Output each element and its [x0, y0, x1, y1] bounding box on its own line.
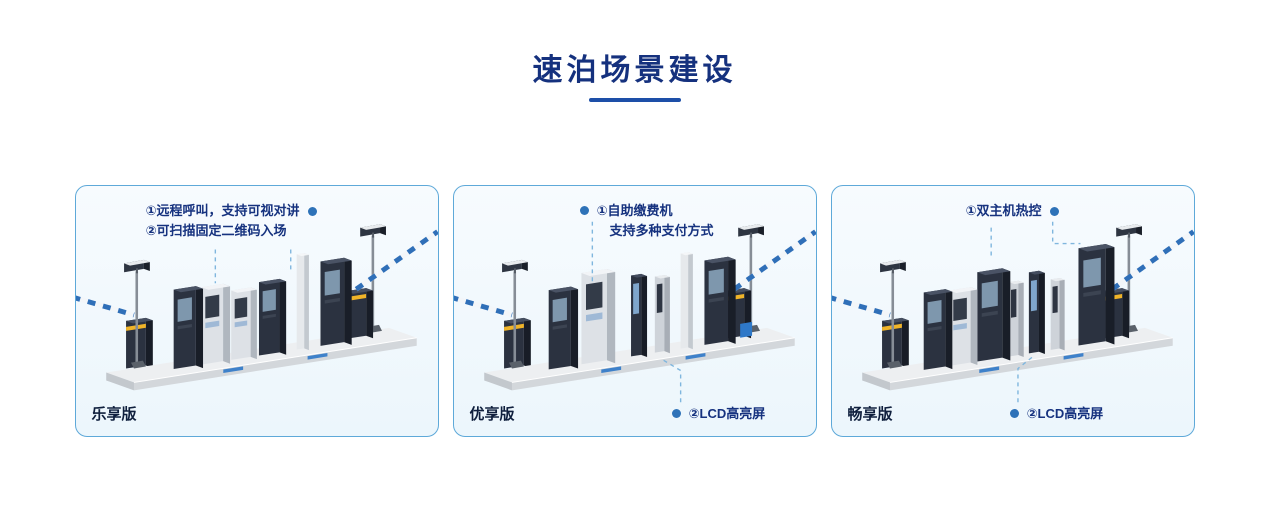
annotation-line: ①远程呼叫，支持可视对讲 [145, 203, 300, 218]
title-underline [588, 98, 681, 102]
pole-icon [680, 252, 693, 350]
kiosk-icon [703, 256, 736, 345]
intercom-kiosk-icon [200, 283, 230, 365]
equipment-scene [454, 186, 816, 403]
card-changxiang: ①双主机热控 ②LCD高亮屏 畅享版 [830, 185, 1195, 437]
annotation-dot [579, 206, 589, 215]
self-payment-kiosk-icon [580, 268, 615, 365]
annotation-dot [1009, 409, 1019, 419]
bottom-annotation: ②LCD高亮屏 [1009, 404, 1104, 424]
kiosk-icon [173, 286, 203, 370]
annotation-line: ①双主机热控 [965, 203, 1042, 218]
annotation-line: ①自助缴费机 [596, 203, 673, 218]
bottom-annotation: ②LCD高亮屏 [671, 404, 766, 424]
pole-icon [296, 253, 309, 351]
top-annotation: ①双主机热控 [966, 201, 1059, 221]
annotation-connector [1051, 221, 1080, 245]
annotation-line: ②LCD高亮屏 [688, 405, 766, 421]
kiosk-icon [258, 278, 286, 356]
annotation-line: 支持多种支付方式 [609, 223, 714, 239]
pillar-icon [654, 274, 670, 354]
top-annotation: ①远程呼叫，支持可视对讲 ②可扫描固定二维码入场 [146, 201, 317, 241]
equipment-scene [76, 186, 438, 436]
annotation-line: ②LCD高亮屏 [1026, 405, 1104, 421]
annotation-dot [1049, 206, 1059, 216]
lcd-screen-pillar-icon [630, 273, 647, 358]
kiosk-icon [319, 257, 352, 346]
annotation-line: ②可扫描固定二维码入场 [145, 223, 287, 239]
annotation-connector [1016, 356, 1033, 403]
annotation-dot [307, 206, 317, 216]
kiosk-icon [548, 286, 578, 370]
version-label: 畅享版 [847, 406, 893, 423]
card-lexiang: ①远程呼叫，支持可视对讲 ②可扫描固定二维码入场 乐享版 [74, 185, 439, 437]
version-label: 优享版 [469, 406, 515, 423]
card-youxiang: ①自助缴费机 支持多种支付方式 ②LCD高亮屏 优享版 [452, 185, 817, 437]
top-annotation: ①自助缴费机 支持多种支付方式 [579, 201, 714, 241]
cards-row: ①远程呼叫，支持可视对讲 ②可扫描固定二维码入场 乐享版 ①自助缴费机 [0, 185, 1269, 437]
host-kiosk-icon [1077, 244, 1114, 346]
kiosk-icon [923, 289, 952, 370]
version-label: 乐享版 [91, 406, 137, 423]
pillar-icon [1050, 277, 1065, 351]
annotation-dot [671, 409, 681, 419]
kiosk-icon [230, 287, 257, 360]
host-kiosk-icon [976, 268, 1010, 362]
kiosk-icon [949, 287, 977, 366]
lcd-screen-pillar-icon [1028, 270, 1045, 354]
blue-sign [739, 321, 752, 338]
page-title: 速泊场景建设 [532, 54, 737, 87]
equipment-scene [832, 186, 1194, 403]
pillar-icon [1008, 280, 1024, 357]
